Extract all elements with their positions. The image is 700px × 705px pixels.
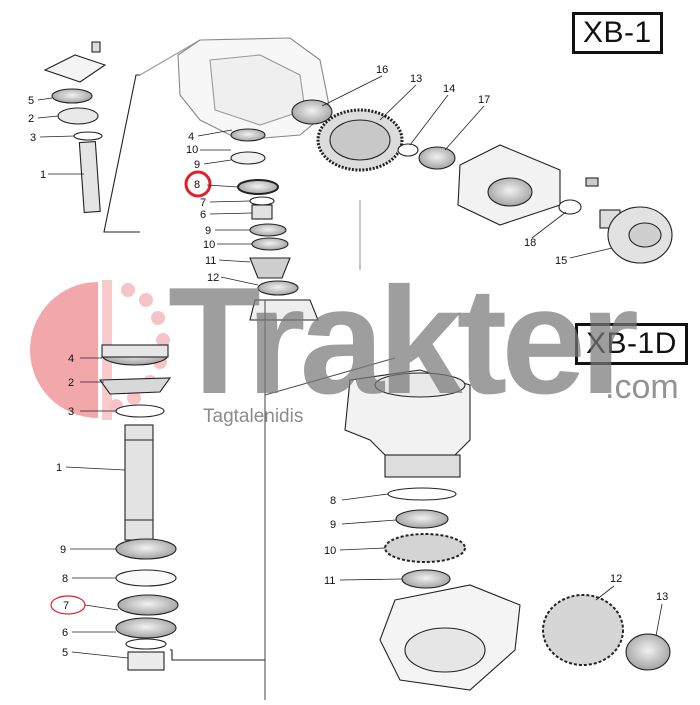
- lower-labels: 4 2 3 1 9 8 7 6 5 8 9 10 11 12 13: [50, 353, 668, 659]
- callout-label: 15: [555, 255, 567, 267]
- callout-label: 18: [524, 237, 536, 249]
- watermark-brand: Trakter: [168, 256, 639, 426]
- callout-label: 1: [56, 462, 62, 474]
- highlight-circle: [184, 170, 212, 198]
- callout-label: 17: [478, 94, 490, 106]
- callout-label: 12: [207, 272, 219, 284]
- callout-label: 5: [28, 95, 34, 107]
- callout-label: 9: [330, 519, 336, 531]
- watermark-tagline: Tagtalenidis: [203, 406, 304, 427]
- callout-label-highlighted: 8: [194, 179, 200, 191]
- callout-label: 8: [62, 573, 68, 585]
- callout-label: 9: [205, 225, 211, 237]
- callout-label: 7: [200, 197, 206, 209]
- callout-label: 10: [324, 545, 336, 557]
- callout-label: 12: [610, 573, 622, 585]
- callout-label: 13: [656, 591, 668, 603]
- callout-label: 3: [30, 132, 36, 144]
- callout-label: 6: [62, 627, 68, 639]
- callout-label: 2: [68, 377, 74, 389]
- upper-assembly: [43, 37, 673, 700]
- callout-label: 5: [62, 647, 68, 659]
- callout-label: 6: [200, 209, 206, 221]
- model-tag-xb1: XB-1: [572, 12, 663, 54]
- lower-assembly: [98, 344, 671, 691]
- callout-label: 2: [28, 113, 34, 125]
- callout-label: 16: [376, 64, 388, 76]
- callout-label: 8: [330, 495, 336, 507]
- callout-label: 9: [194, 159, 200, 171]
- model-tag-xb1d: XB-1D: [575, 323, 688, 365]
- callout-label: 9: [60, 544, 66, 556]
- callout-label: 11: [324, 575, 335, 587]
- callout-label: 4: [188, 131, 194, 143]
- callout-label-highlighted: 7: [63, 600, 69, 612]
- upper-labels: 5 2 3 1 4 10 9 8 7 6 9 10 11 12 16 13 14: [28, 64, 613, 286]
- callout-label: 1: [40, 169, 46, 181]
- callout-label: 10: [203, 239, 215, 251]
- callout-label: 11: [205, 255, 216, 267]
- callout-label: 10: [186, 144, 198, 156]
- callout-label: 14: [443, 83, 455, 95]
- callout-label: 4: [68, 353, 74, 365]
- callout-label: 13: [410, 73, 422, 85]
- callout-label: 3: [68, 406, 74, 418]
- watermark-domain: .com: [605, 368, 679, 406]
